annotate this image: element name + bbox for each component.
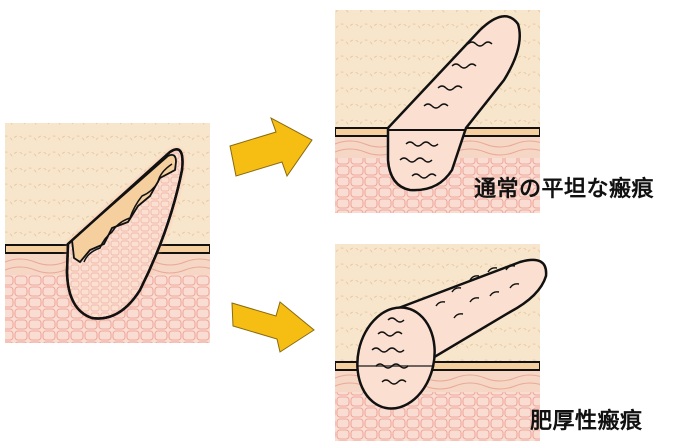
right-arrow-icon <box>230 118 312 176</box>
flat-scar-caption: 通常の平坦な瘢痕 <box>474 179 654 201</box>
hypertrophic-scar-caption: 肥厚性瘢痕 <box>530 411 643 433</box>
right-arrow-icon <box>232 302 314 352</box>
